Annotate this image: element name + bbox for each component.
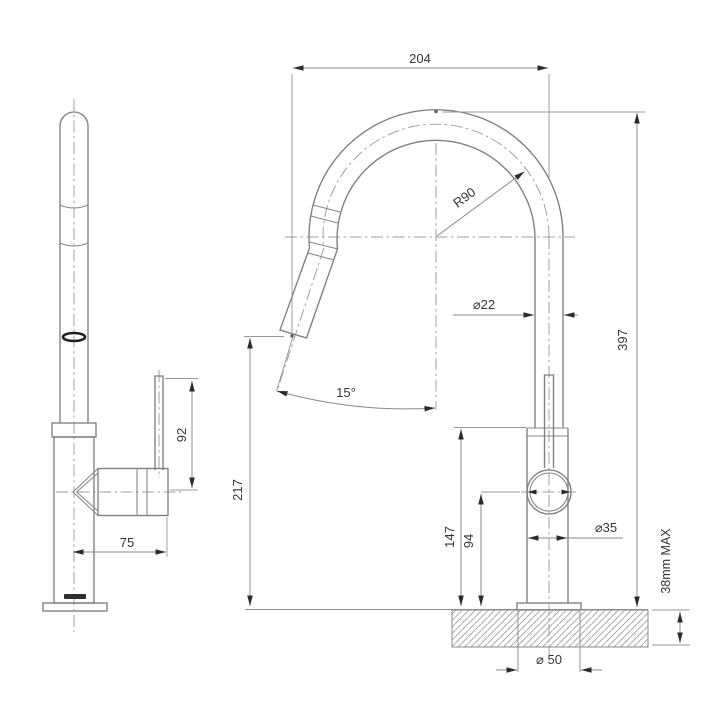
side-base-plate	[42, 602, 108, 612]
lever-rod	[154, 375, 164, 470]
dim-outlet-height: 217	[230, 336, 284, 606]
spout-joint-band-2	[59, 242, 89, 247]
handle-block	[97, 467, 169, 517]
front-body-sides	[526, 428, 569, 603]
front-collar-lines	[527, 427, 568, 437]
dim-outlet-height-label: 217	[230, 479, 245, 501]
mixer-center-tick-right	[561, 489, 571, 495]
side-view: 92 75	[42, 99, 198, 632]
dim-hole-diameter-label: ⌀ 50	[536, 652, 562, 667]
gooseneck-outline	[279, 109, 564, 428]
spout-joint-lines	[307, 204, 341, 261]
handle-cone	[72, 468, 99, 516]
dim-bend-radius-label: R90	[450, 184, 478, 210]
countertop-section	[245, 609, 649, 672]
dim-counter-thickness-label: 38mm MAX	[659, 528, 673, 594]
spout-joint-band-1	[59, 204, 89, 209]
dim-body-diameter: ⌀35	[528, 520, 623, 541]
extension-dot	[290, 334, 294, 338]
front-view: 204 R90 ⌀22 15° 397	[230, 51, 690, 673]
dim-handle-reach: 75	[73, 517, 168, 557]
dim-spout-angle-label: 15°	[336, 385, 356, 400]
mount-hole-edges	[517, 610, 581, 672]
dim-handle-reach-label: 75	[120, 535, 134, 550]
dim-spout-tube-diameter-label: ⌀22	[473, 297, 495, 312]
brand-mark	[64, 594, 86, 599]
mixer-knob-outer	[526, 469, 572, 515]
dim-counter-thickness: 38mm MAX	[652, 528, 690, 646]
counter-slab-hatch	[451, 609, 649, 648]
mixer-center-tick-left	[527, 489, 537, 495]
dim-body-top-height-label: 147	[442, 526, 457, 548]
dim-bend-radius: R90	[436, 171, 525, 237]
dim-spout-reach-label: 204	[409, 51, 431, 66]
dim-lever-height-label: 92	[174, 428, 189, 442]
dim-hole-diameter: ⌀ 50	[496, 652, 602, 673]
dim-mixer-center-height: 94	[461, 491, 520, 606]
handle-ring-lines	[136, 468, 148, 516]
dim-mixer-center-height-label: 94	[461, 534, 476, 548]
dim-spout-reach: 204	[290, 51, 550, 338]
spout-tube-outline	[59, 111, 89, 423]
dim-overall-height: 397	[434, 109, 645, 607]
dim-lever-height: 92	[165, 378, 198, 491]
front-lever-rod	[543, 374, 555, 468]
dim-spout-tube-diameter: ⌀22	[453, 297, 578, 318]
dim-body-diameter-label: ⌀35	[595, 520, 617, 535]
tangent-dot	[434, 109, 438, 114]
dim-body-top-height: 147	[442, 427, 526, 606]
dim-spout-angle: 15°	[276, 337, 436, 412]
spout-outlet-ring	[61, 331, 87, 343]
dim-overall-height-label: 397	[615, 329, 630, 351]
tube-arc-centerline	[276, 123, 550, 392]
